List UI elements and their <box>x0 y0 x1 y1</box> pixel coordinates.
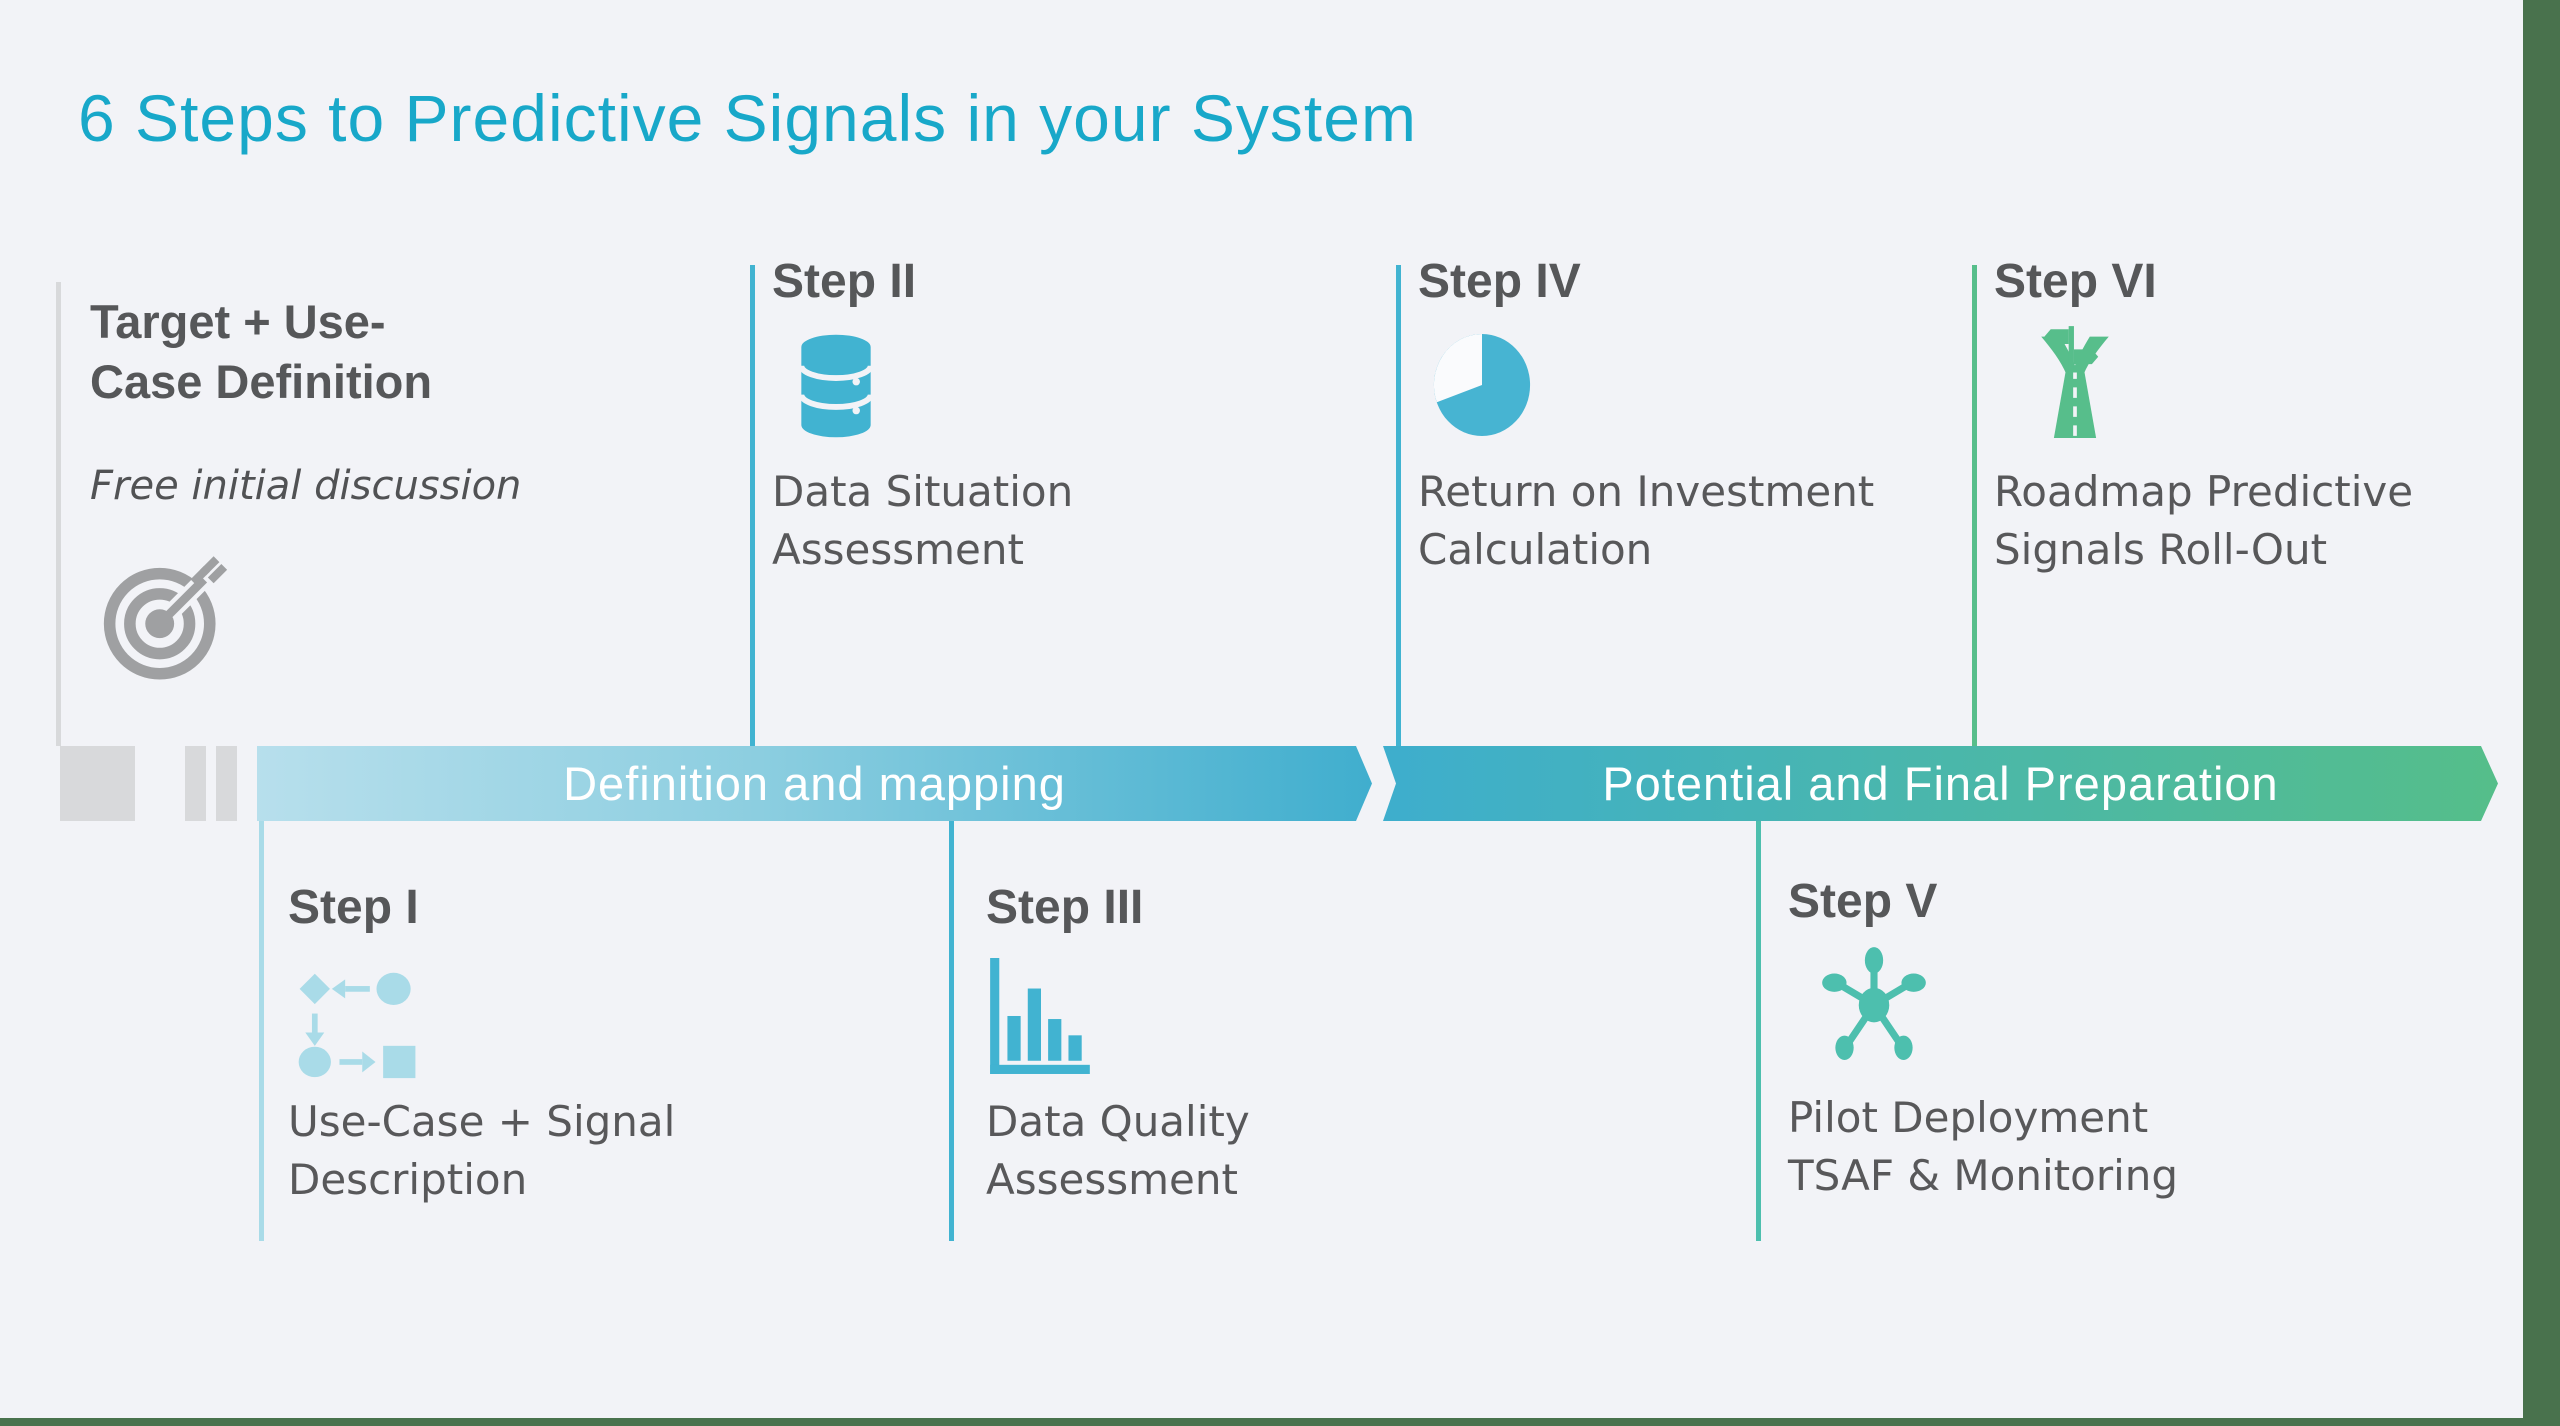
page-title: 6 Steps to Predictive Signals in your Sy… <box>78 81 1417 155</box>
database-icon <box>798 334 874 438</box>
phase-1-label: Definition and mapping <box>563 757 1066 810</box>
lead-block-bar-1 <box>185 746 206 821</box>
intro-heading: Target + Use- Case Definition <box>90 295 433 409</box>
phase-2-label: Potential and Final Preparation <box>1602 757 2279 810</box>
intro-connector-line <box>56 282 61 746</box>
roadmap-icon <box>2041 326 2109 438</box>
frame-border-bottom <box>0 1418 2560 1426</box>
step-5-description: Pilot Deployment TSAF & Monitoring <box>1788 1093 2179 1200</box>
step-6-description: Roadmap Predictive Signals Roll-Out <box>1994 467 2414 574</box>
frame-border-right <box>2523 0 2560 1426</box>
target-arrow <box>153 556 228 630</box>
step-4-title: Step IV <box>1418 255 1581 308</box>
intro-note: Free initial discussion <box>90 463 522 509</box>
step-1-connector-line <box>259 821 264 1241</box>
step-3-title: Step III <box>986 881 1144 934</box>
bar-chart-icon <box>990 958 1090 1074</box>
network-icon <box>1822 947 1926 1060</box>
step-3-connector-line <box>949 821 954 1241</box>
step-1-description: Use-Case + Signal Description <box>288 1097 676 1204</box>
step-6-connector-line <box>1972 265 1977 746</box>
step-5-connector-line <box>1756 821 1761 1241</box>
step-2-description: Data Situation Assessment <box>772 467 1074 574</box>
step-1-title: Step I <box>288 881 419 934</box>
flowchart-icon <box>298 972 416 1079</box>
lead-block-large <box>60 746 135 821</box>
step-5-title: Step V <box>1788 875 1938 928</box>
phase-banner-definition-and-mapping: Definition and mapping <box>257 746 1372 821</box>
step-6-title: Step VI <box>1994 255 2157 308</box>
pie-chart-icon <box>1433 334 1531 436</box>
step-4-connector-line <box>1396 265 1401 746</box>
step-2-connector-line <box>750 265 755 746</box>
lead-block-bar-2 <box>216 746 237 821</box>
step-2-title: Step II <box>772 255 917 308</box>
step-4-description: Return on Investment Calculation <box>1418 467 1875 574</box>
step-3-description: Data Quality Assessment <box>986 1097 1250 1204</box>
phase-banner-potential-and-final-preparation: Potential and Final Preparation <box>1383 746 2498 821</box>
target-icon <box>103 556 228 680</box>
